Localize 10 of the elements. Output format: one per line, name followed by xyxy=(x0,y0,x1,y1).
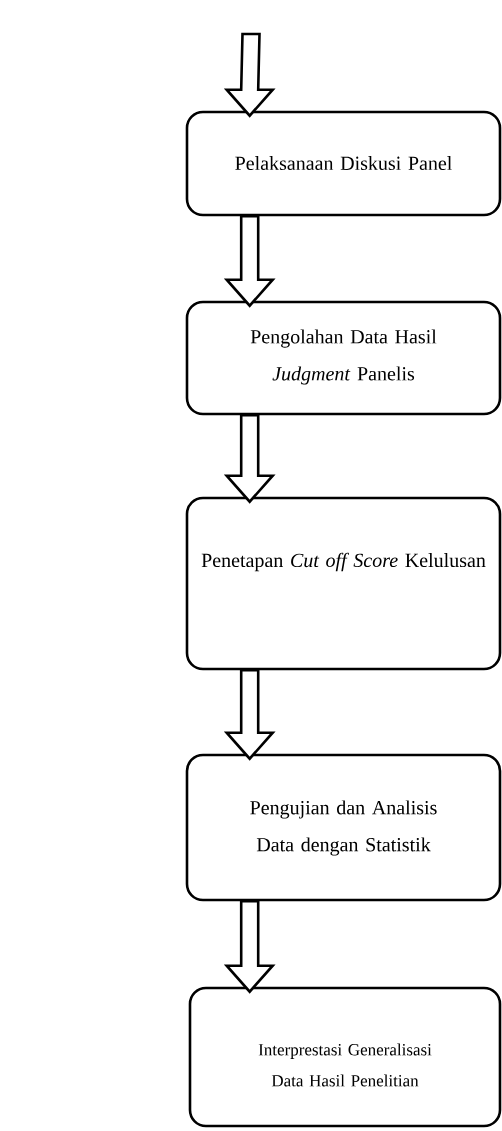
process-box: Pengujian dan Analisis Data dengan Statistik xyxy=(185,753,502,902)
process-box: Pengolahan Data Hasil Judgment Panelis xyxy=(185,300,502,416)
block-arrow xyxy=(223,32,276,118)
process-box: Pelaksanaan Diskusi Panel xyxy=(185,110,502,217)
block-arrow xyxy=(223,414,276,504)
block-arrow xyxy=(223,669,276,761)
block-arrow xyxy=(223,900,276,994)
process-box: Interprestasi Generalisasi Data Hasil Penelitian xyxy=(188,986,502,1128)
process-box: Penetapan Cut off Score Kelulusan xyxy=(185,496,502,671)
block-arrow xyxy=(223,215,276,308)
